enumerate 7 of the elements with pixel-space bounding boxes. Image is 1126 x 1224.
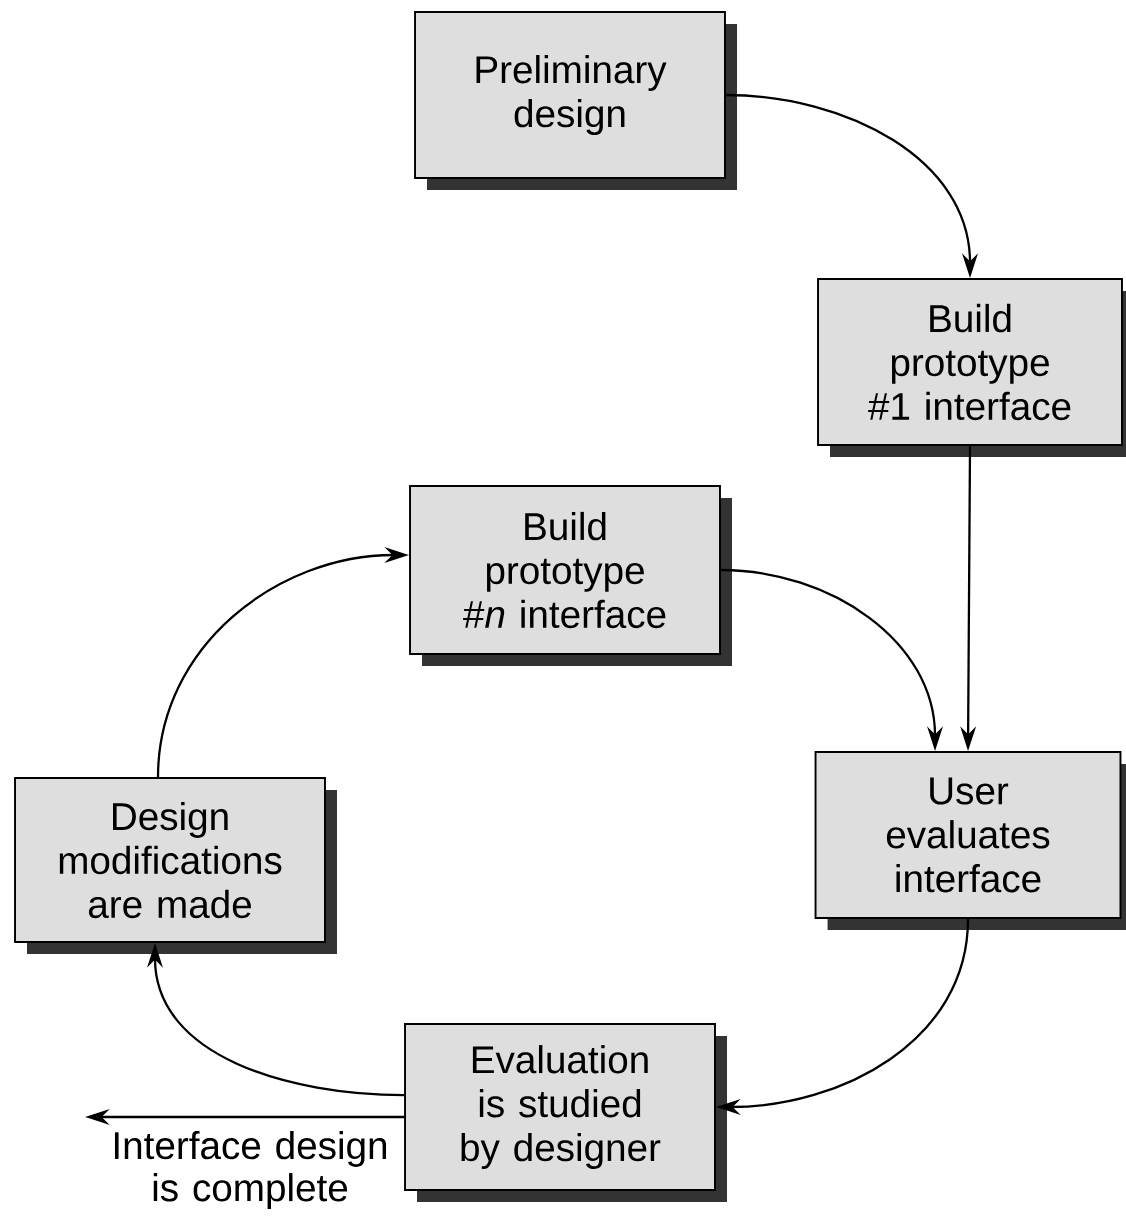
process-box: User evaluates interface bbox=[814, 751, 1126, 930]
edge-label: Interface design is complete bbox=[108, 1129, 392, 1211]
process-box: Design modifications are made bbox=[14, 777, 337, 954]
process-box: Build prototype #n interface bbox=[409, 485, 732, 666]
process-box: Build prototype #1 interface bbox=[817, 278, 1126, 457]
process-box: Evaluation is studied by designer bbox=[404, 1023, 727, 1202]
process-box: Preliminary design bbox=[414, 11, 737, 190]
